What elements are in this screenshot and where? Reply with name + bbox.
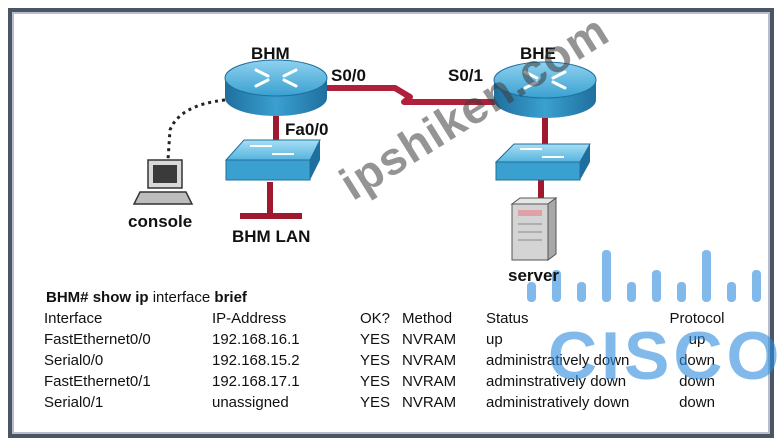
interface-label-s0-1: S0/1 (448, 66, 483, 85)
header-ip-address: IP-Address (212, 310, 287, 327)
cell-ip-address: 192.168.17.1 (212, 373, 300, 390)
interface-label-fa0-0: Fa0/0 (285, 120, 329, 139)
cell-ok: YES (359, 331, 390, 348)
router-bhm-icon (224, 59, 328, 116)
console-pc-icon (132, 159, 194, 205)
interface-label-s0-0: S0/0 (331, 66, 366, 85)
switch-bhm-icon (224, 139, 321, 181)
device-label-bhm-lan: BHM LAN (232, 227, 311, 246)
cell-interface: FastEthernet0/0 (44, 331, 151, 348)
console-link (166, 98, 226, 161)
cell-ok: YES (359, 394, 390, 411)
serial-link (322, 85, 495, 105)
cell-ip-address: 192.168.15.2 (212, 352, 300, 369)
switch-bhe-icon (494, 143, 591, 181)
server-icon (510, 197, 558, 261)
command-line: BHM# show ip interface brief (46, 289, 247, 306)
cell-interface: Serial0/1 (44, 394, 104, 411)
cisco-logo-bars-icon (527, 250, 761, 302)
table-row: FastEthernet0/0 192.168.16.1 YES NVRAM u… (44, 329, 740, 350)
device-label-console: console (128, 212, 193, 231)
cell-ok: YES (359, 373, 390, 390)
command-brief: brief (214, 289, 247, 306)
cell-status: adminstratively down (486, 373, 627, 390)
cell-ok: YES (359, 352, 390, 369)
command-interface: interface (152, 289, 211, 306)
header-status: Status (486, 310, 529, 327)
header-method: Method (402, 310, 453, 327)
cell-interface: FastEthernet0/1 (44, 373, 151, 390)
cell-method: NVRAM (402, 352, 457, 369)
figure-frame (8, 8, 774, 438)
cell-protocol: down (679, 352, 715, 369)
cell-protocol: down (679, 373, 715, 390)
cell-method: NVRAM (402, 394, 457, 411)
cell-status: administratively down (486, 394, 630, 411)
header-interface: Interface (44, 310, 103, 327)
cell-protocol: down (679, 394, 715, 411)
command-prompt: BHM# (46, 289, 89, 306)
cell-method: NVRAM (402, 331, 457, 348)
cisco-logo-text: CISCO (548, 318, 784, 394)
table-row: Serial0/1 unassigned YES NVRAM administr… (44, 392, 740, 413)
table-row: FastEthernet0/1 192.168.17.1 YES NVRAM a… (44, 371, 740, 392)
router-bhe-icon (493, 61, 597, 118)
table-row: Serial0/0 192.168.15.2 YES NVRAM adminis… (44, 350, 740, 371)
device-label-bhm: BHM (251, 44, 290, 63)
cell-method: NVRAM (402, 373, 457, 390)
cell-interface: Serial0/0 (44, 352, 104, 369)
interface-brief-table: Interface IP-Address OK? Method Status P… (44, 308, 740, 413)
table-header-row: Interface IP-Address OK? Method Status P… (44, 308, 740, 329)
cell-status: administratively down (486, 352, 630, 369)
device-label-bhe: BHE (520, 44, 556, 63)
command-show-ip: show ip (92, 289, 149, 306)
header-ok: OK? (359, 310, 390, 327)
cell-ip-address: unassigned (212, 394, 289, 411)
cell-protocol: up (688, 331, 706, 348)
cell-ip-address: 192.168.16.1 (212, 331, 300, 348)
cell-status: up (486, 331, 503, 348)
device-label-server: server (508, 266, 560, 285)
header-protocol: Protocol (669, 310, 725, 327)
